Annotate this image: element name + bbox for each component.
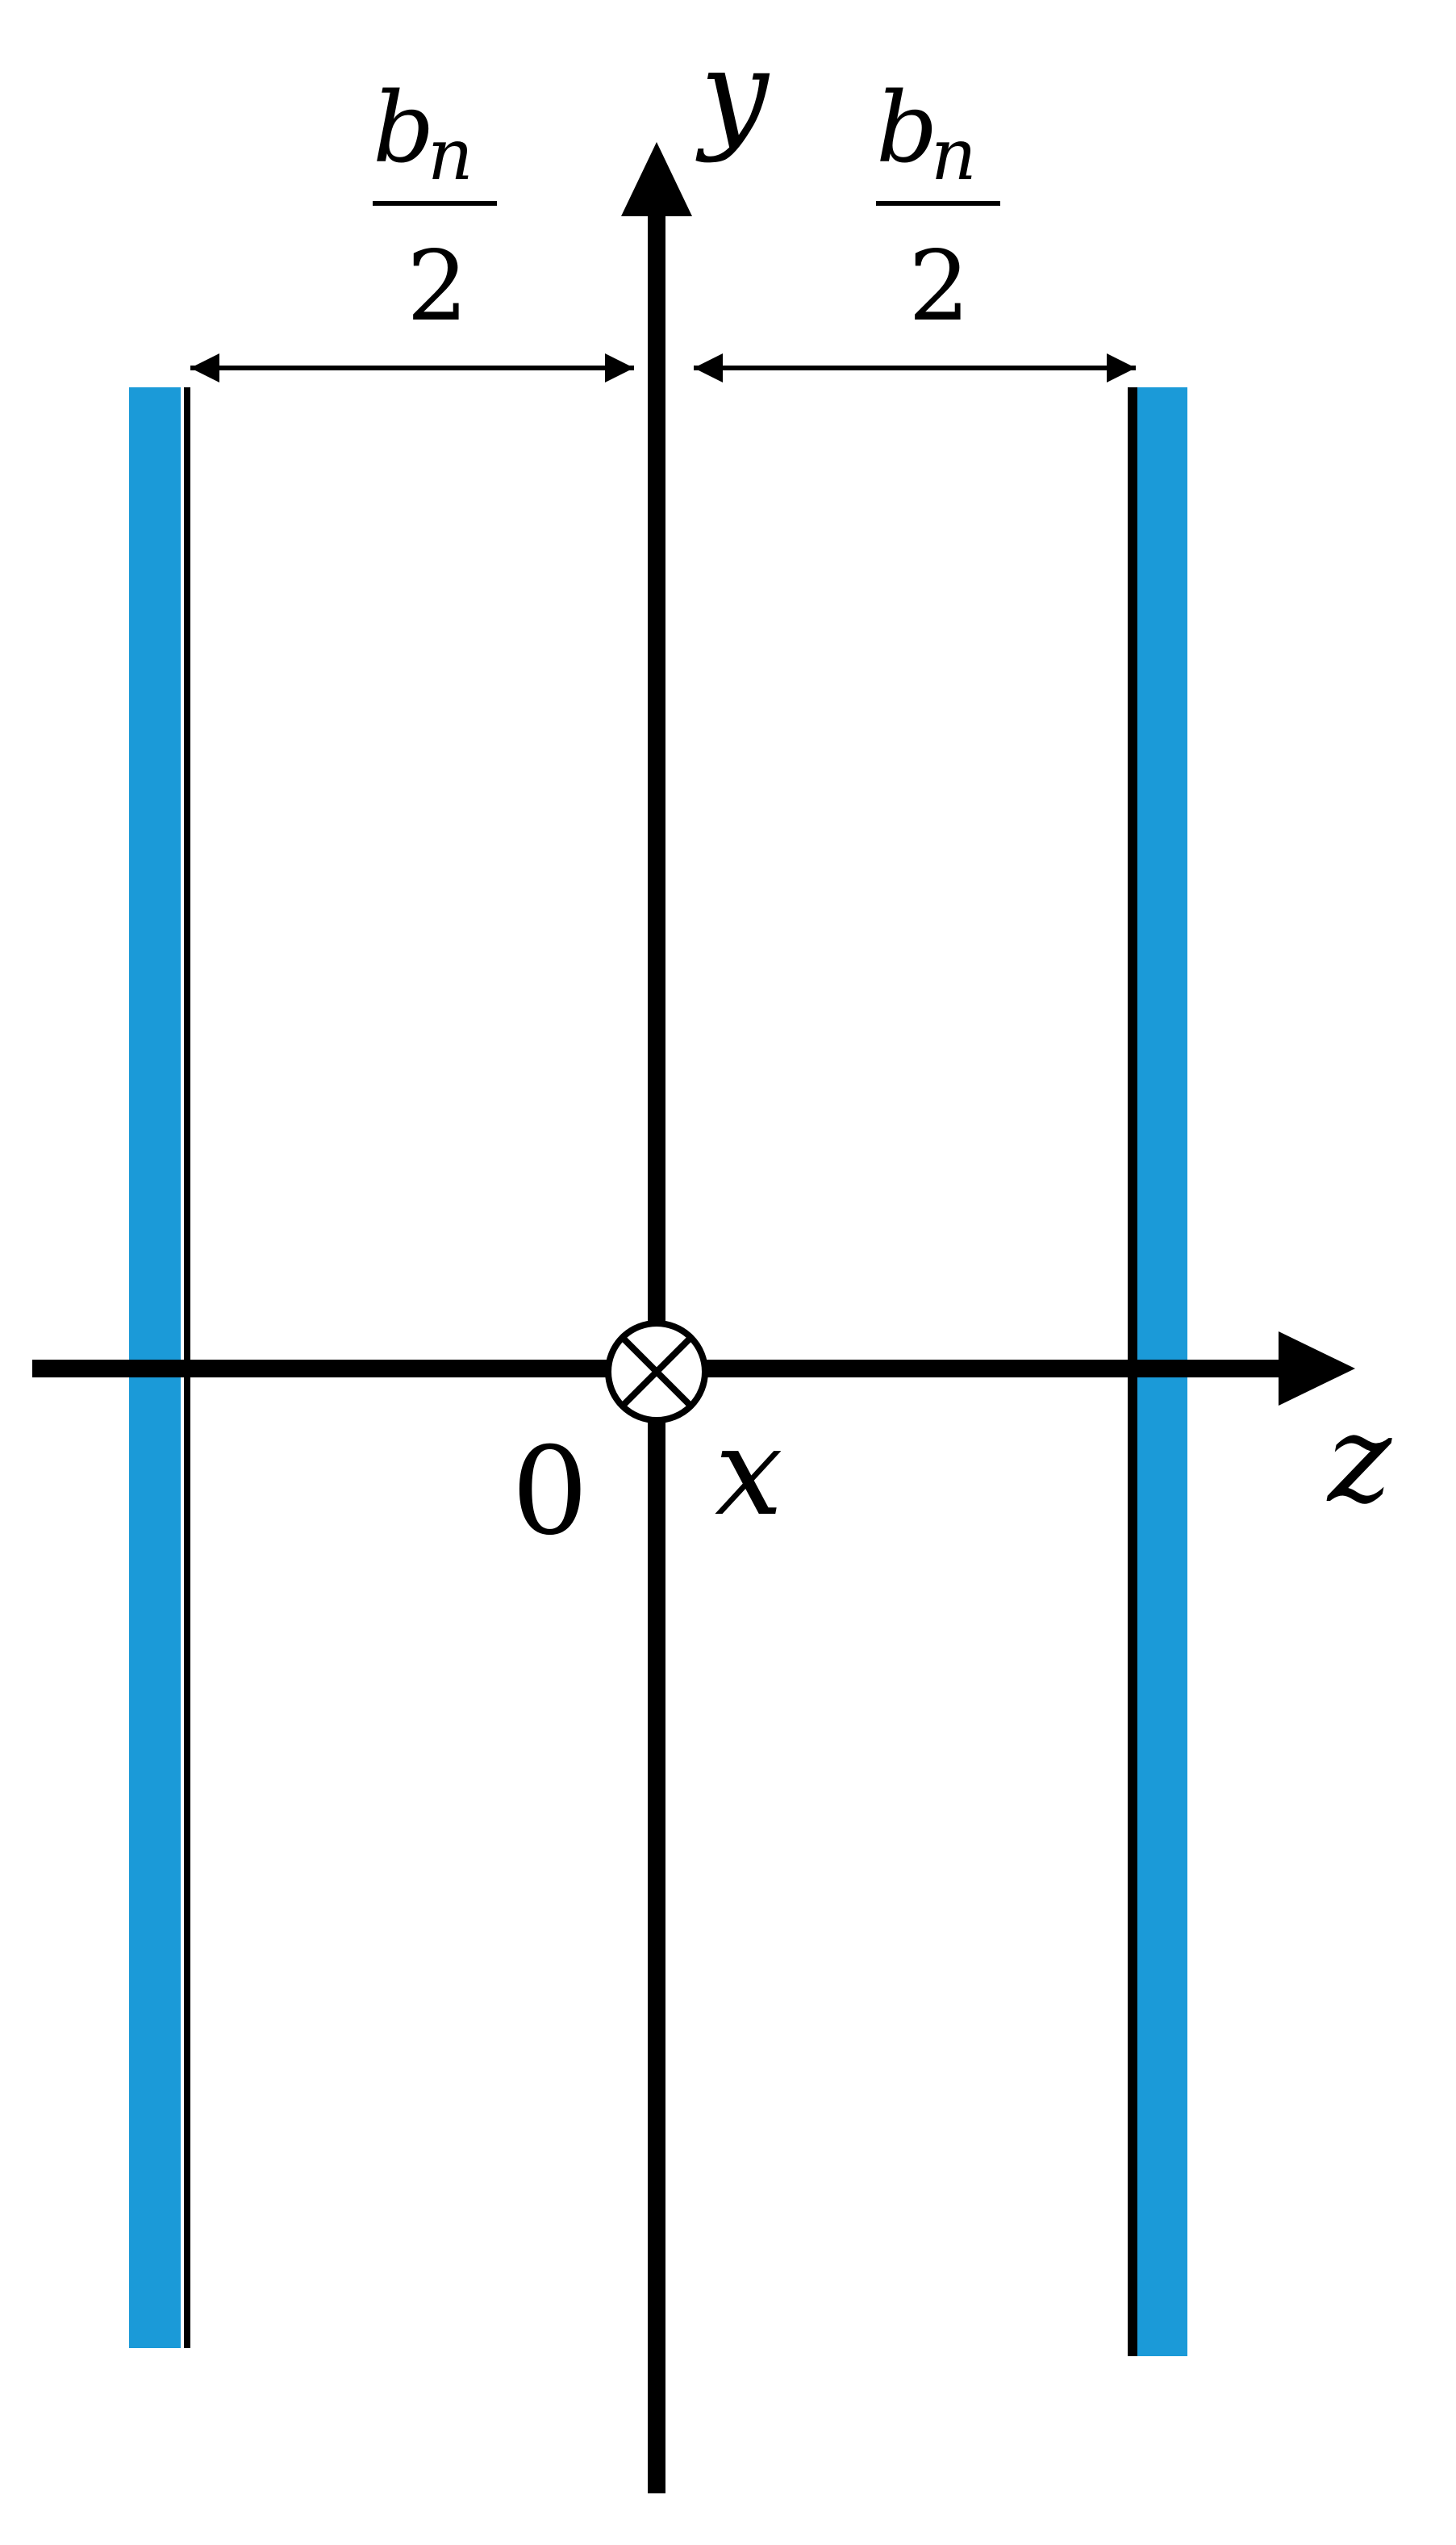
origin-label: 0	[511, 1422, 588, 1562]
y-axis-arrowhead	[621, 142, 692, 216]
into-page-icon	[605, 1320, 708, 1423]
fraction-left-base: b	[373, 73, 435, 185]
fraction-right-sub: n	[931, 113, 977, 196]
x-axis-label: x	[715, 1402, 783, 1543]
y-axis-label: y	[695, 24, 770, 165]
fraction-left-sub: n	[428, 113, 474, 196]
fraction-right-denominator: 2	[908, 231, 970, 343]
dimension-label-left: b n 2	[373, 73, 497, 343]
z-axis-label: z	[1326, 1390, 1392, 1530]
fraction-left-denominator: 2	[407, 231, 468, 343]
dimension-label-right: b n 2	[876, 73, 1000, 343]
z-axis-arrowhead	[1279, 1331, 1355, 1406]
fraction-right-base: b	[876, 73, 938, 185]
